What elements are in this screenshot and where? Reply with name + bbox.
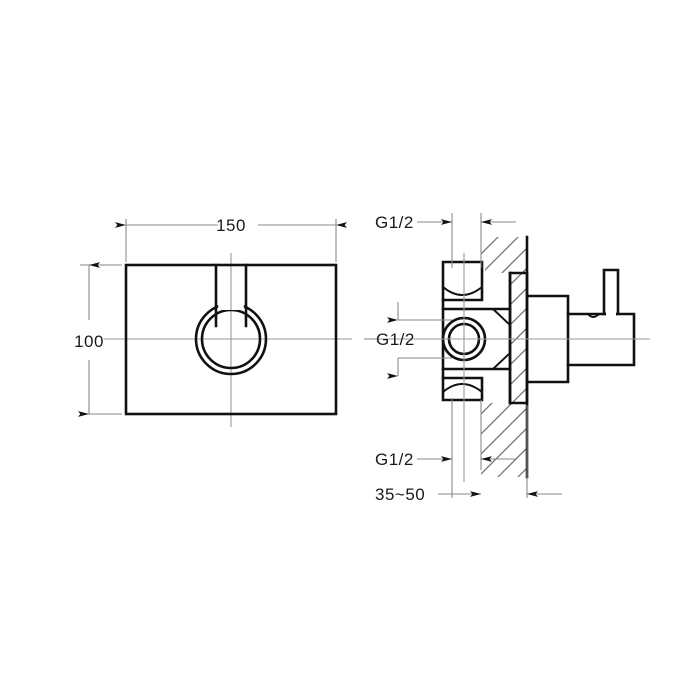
thread-mid-label: G1/2	[376, 330, 415, 349]
section-dimension-group: G1/2 G1/2 G1/2 35~50	[364, 213, 562, 504]
flange-mask	[482, 273, 510, 403]
wall-thickness-label: 35~50	[375, 485, 425, 504]
escutcheon-plate-outline	[124, 263, 338, 416]
escutcheon-flange-profile	[508, 271, 529, 405]
thread-bottom-label: G1/2	[375, 450, 414, 469]
valve-center-block-chamfers	[492, 308, 511, 370]
section-view-group	[364, 235, 650, 482]
lever-arm-profile	[602, 268, 620, 316]
front-view-group: 150 100	[74, 216, 352, 427]
dim-100-label: 100	[74, 332, 104, 351]
thread-top-label: G1/2	[375, 213, 414, 232]
valve-upper-boss-curve	[442, 286, 483, 296]
valve-lower-inlet-boss	[441, 376, 484, 402]
lever-arm-base-mask	[606, 312, 616, 316]
valve-lower-boss-curve	[442, 383, 483, 393]
handle-stem-outline	[214, 263, 248, 328]
dim-150-label: 150	[216, 216, 246, 235]
handle-detent-notch	[587, 313, 600, 318]
